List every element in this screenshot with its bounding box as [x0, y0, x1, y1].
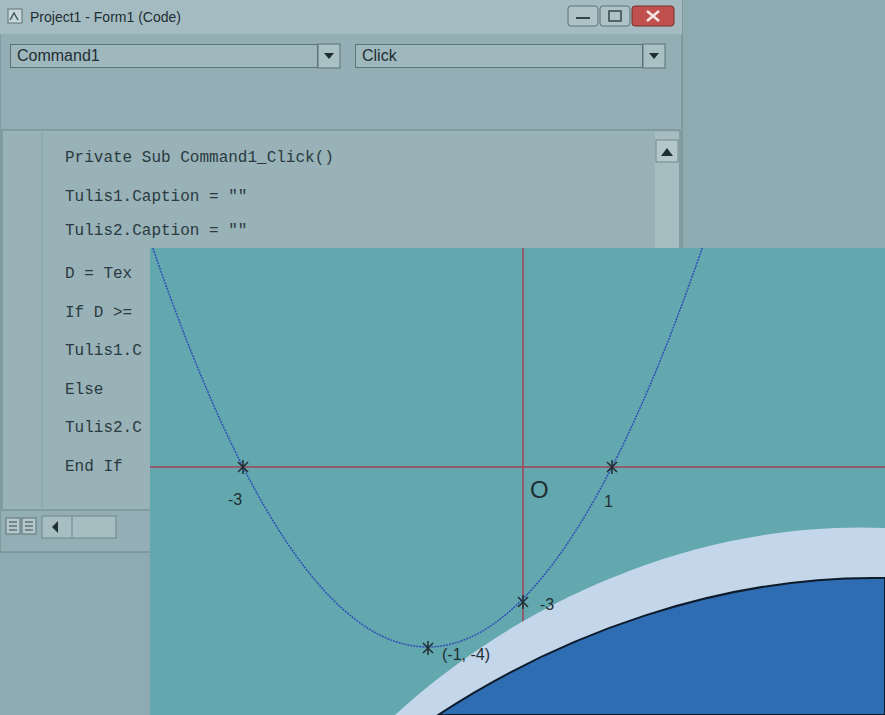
code-line: D = Tex	[65, 264, 132, 284]
view-icon	[22, 518, 36, 534]
hscroll	[42, 516, 116, 538]
dropdown-box: Click	[355, 44, 643, 68]
code-line: Tulis2.Caption = ""	[65, 221, 247, 241]
view-icon	[6, 518, 20, 534]
code-line: Else	[65, 380, 103, 400]
axis-label: -3	[228, 490, 242, 510]
dropdown-button	[318, 44, 340, 68]
x-axis	[150, 466, 885, 468]
dropdown-box: Command1	[10, 44, 318, 68]
code-line: Tulis2.C	[65, 418, 142, 438]
axis-label: 1	[604, 492, 613, 512]
close-button	[632, 6, 674, 26]
code-line: Tulis1.Caption = ""	[65, 187, 247, 207]
dropdown-button	[643, 44, 665, 68]
maximize-button	[600, 6, 630, 26]
axis-label: O	[530, 476, 549, 504]
window-icon	[8, 9, 22, 23]
minimize-button	[568, 6, 598, 26]
title-bar	[0, 0, 682, 34]
axis-label: -3	[540, 595, 554, 615]
wave-light	[395, 527, 885, 715]
code-line: Tulis1.C	[65, 341, 142, 361]
window-icon-mark	[10, 13, 18, 20]
window-title: Project1 - Form1 (Code)	[30, 8, 682, 26]
axis-label: (-1, -4)	[442, 645, 490, 665]
dropdown-text: Command1	[17, 47, 317, 65]
wave-dark	[438, 578, 885, 715]
dropdown-text: Click	[362, 47, 642, 65]
code-line: If D >=	[65, 303, 132, 323]
code-line: Private Sub Command1_Click()	[65, 148, 334, 168]
graph-panel	[150, 248, 885, 715]
code-line: End If	[65, 457, 123, 477]
